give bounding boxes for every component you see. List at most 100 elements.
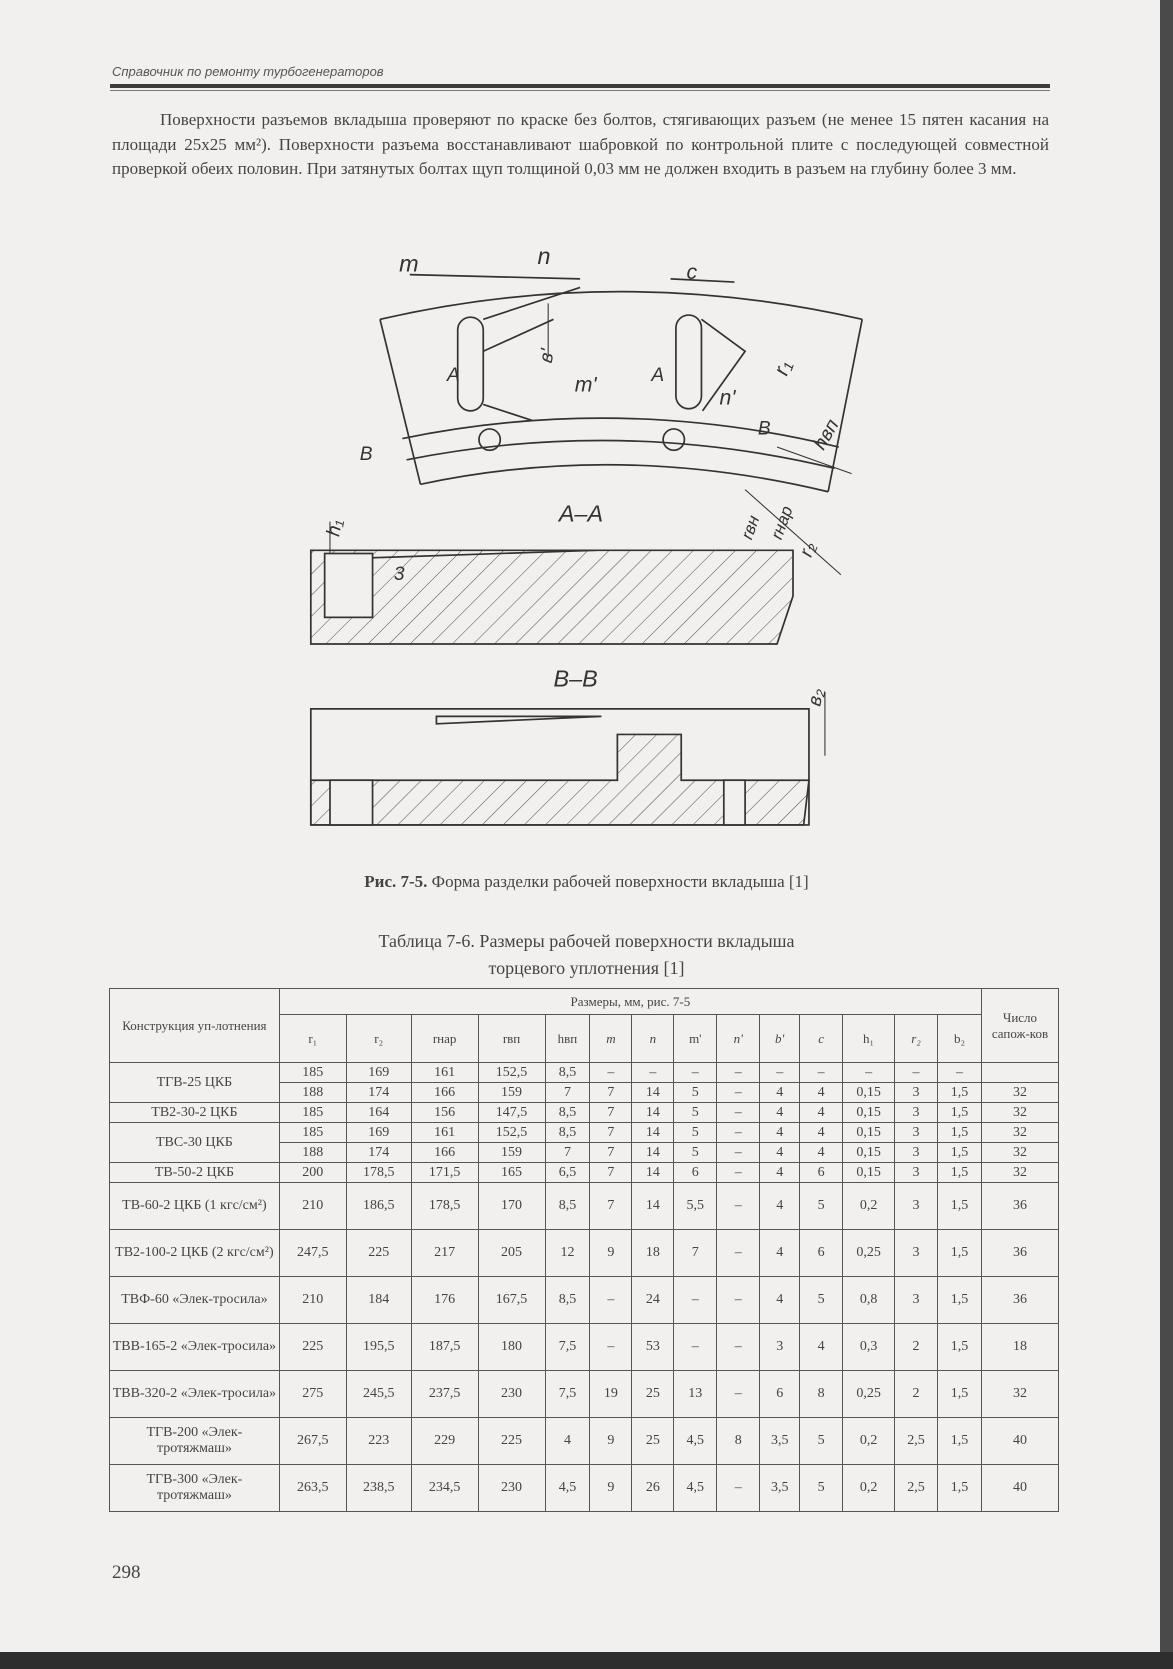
value-cell: 223 [345,1417,412,1465]
value-cell: 0,25 [842,1229,896,1277]
label-r2: r₂ [796,539,821,560]
page-number: 298 [112,1562,141,1583]
subheader-cell: rвп [477,1014,546,1063]
value-cell: – [673,1276,718,1324]
subheader-cell: rнар [410,1014,479,1063]
value-cell: 8 [799,1370,844,1418]
value-cell: 1,5 [936,1182,982,1230]
value-cell: 2,5 [894,1417,938,1465]
value-cell: 5 [673,1102,718,1123]
subheader-cell: h₁ [842,1014,896,1063]
value-cell: 1,5 [936,1370,982,1418]
value-cell: 1,5 [936,1464,982,1512]
value-cell: 147,5 [477,1102,546,1123]
value-cell: 6 [673,1162,718,1183]
label-section-bb: B–B [554,666,598,692]
value-cell: 18 [631,1229,675,1277]
section-bb [309,691,826,826]
value-cell: – [589,1276,633,1324]
subheader-cell: c [799,1014,844,1063]
value-cell: 171,5 [410,1162,479,1183]
value-cell: 3,5 [759,1417,801,1465]
value-cell: 237,5 [410,1370,479,1418]
value-cell: 3 [894,1142,938,1163]
value-cell: 166 [410,1082,479,1103]
value-cell: 245,5 [345,1370,412,1418]
value-cell: 170 [477,1182,546,1230]
value-cell: 4,5 [673,1464,718,1512]
value-cell: 14 [631,1122,675,1143]
value-cell: – [716,1370,761,1418]
value-cell: – [716,1182,761,1230]
label-a2: A [650,365,664,386]
count-cell: 32 [980,1370,1060,1418]
subheader-cell: n [631,1014,675,1063]
value-cell: 7 [544,1142,591,1163]
value-cell: 156 [410,1102,479,1123]
count-cell: 36 [980,1229,1060,1277]
design-name-cell: ТВ-60-2 ЦКБ (1 кгс/см²) [109,1182,280,1230]
value-cell: – [716,1323,761,1371]
running-header: Справочник по ремонту турбогенераторов [112,64,384,79]
value-cell: 4 [759,1082,801,1103]
value-cell: 159 [477,1082,546,1103]
value-cell: – [716,1062,761,1083]
value-cell: 0,2 [842,1182,896,1230]
value-cell: 7 [673,1229,718,1277]
section-aa [309,521,794,645]
value-cell: 1,5 [936,1276,982,1324]
label-b2: в₂ [804,686,828,707]
value-cell: 4 [799,1122,844,1143]
caption-number: Рис. 7-5. [364,872,428,891]
value-cell: 7 [589,1122,633,1143]
subheader-cell: r₂ [345,1014,412,1063]
value-cell: 2 [894,1370,938,1418]
value-cell: 161 [410,1122,479,1143]
value-cell: 14 [631,1142,675,1163]
value-cell: 5 [799,1417,844,1465]
figure-caption: Рис. 7-5. Форма разделки рабочей поверхн… [0,872,1173,892]
table-title-line1: Таблица 7-6. Размеры рабочей поверхности… [378,931,795,951]
count-cell: 18 [980,1323,1060,1371]
value-cell: 4 [759,1276,801,1324]
design-name-cell: ТВВ-165-2 «Элек-тросила» [109,1323,280,1371]
value-cell: 1,5 [936,1162,982,1183]
label-3: 3 [394,564,405,585]
value-cell: 9 [589,1464,633,1512]
value-cell: 234,5 [410,1464,479,1512]
value-cell: 225 [345,1229,412,1277]
header-count: Число сапож-ков [980,988,1060,1063]
value-cell: 7 [589,1082,633,1103]
value-cell: – [589,1323,633,1371]
label-b-right: B [758,418,771,439]
value-cell: 275 [278,1370,347,1418]
design-name-cell: ТГВ-25 ЦКБ [109,1062,280,1103]
design-name-cell: ТВ-50-2 ЦКБ [109,1162,280,1183]
value-cell: 53 [631,1323,675,1371]
subheader-cell: r₂ [894,1014,938,1063]
value-cell: – [716,1162,761,1183]
value-cell: 159 [477,1142,546,1163]
count-cell: 36 [980,1276,1060,1324]
value-cell: 3 [894,1182,938,1230]
value-cell: 4 [544,1417,591,1465]
design-name-cell: ТВФ-60 «Элек-тросила» [109,1276,280,1324]
subheader-cell: b₂ [936,1014,982,1063]
value-cell: – [673,1062,718,1083]
value-cell: 188 [278,1142,347,1163]
count-cell: 40 [980,1417,1060,1465]
value-cell: 9 [589,1229,633,1277]
value-cell: 5 [799,1182,844,1230]
value-cell: 4,5 [544,1464,591,1512]
value-cell: 2 [894,1323,938,1371]
value-cell: 169 [345,1122,412,1143]
dimensions-table: Конструкция уп-лотнения Размеры, мм, рис… [109,988,1060,1512]
value-cell: 195,5 [345,1323,412,1371]
subheader-cell: m' [673,1014,718,1063]
value-cell: – [716,1229,761,1277]
value-cell: 8,5 [544,1182,591,1230]
